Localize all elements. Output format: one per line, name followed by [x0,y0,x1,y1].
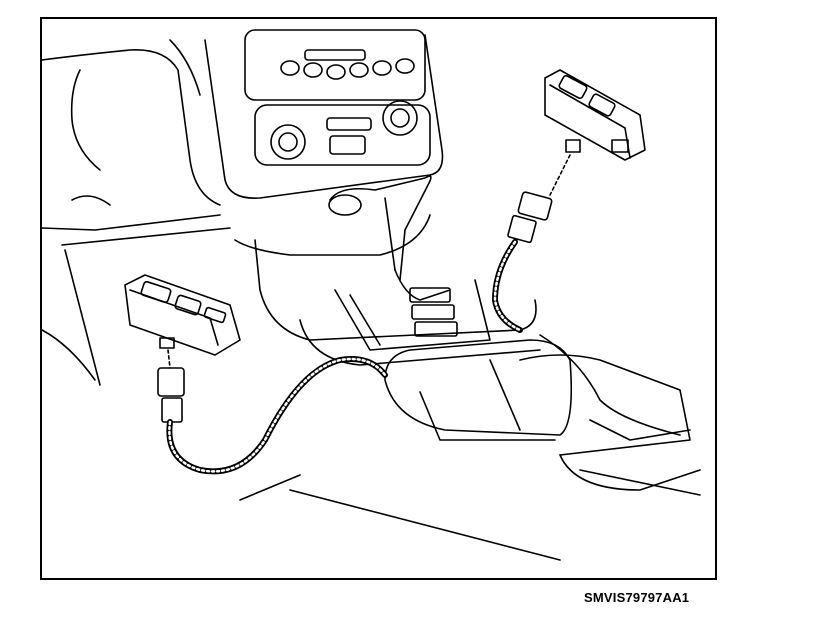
figure-code: SMVIS79797AA1 [584,590,690,605]
left-power-window-switch [124,274,241,356]
gear-shifter [328,175,451,301]
right-power-window-switch [544,69,646,161]
switch-wiring-harness-right [492,154,681,436]
switch-wiring-harness-left [157,349,388,475]
climate-control-panel [204,29,444,199]
dashboard-outline [41,39,231,386]
center-console [234,214,701,561]
